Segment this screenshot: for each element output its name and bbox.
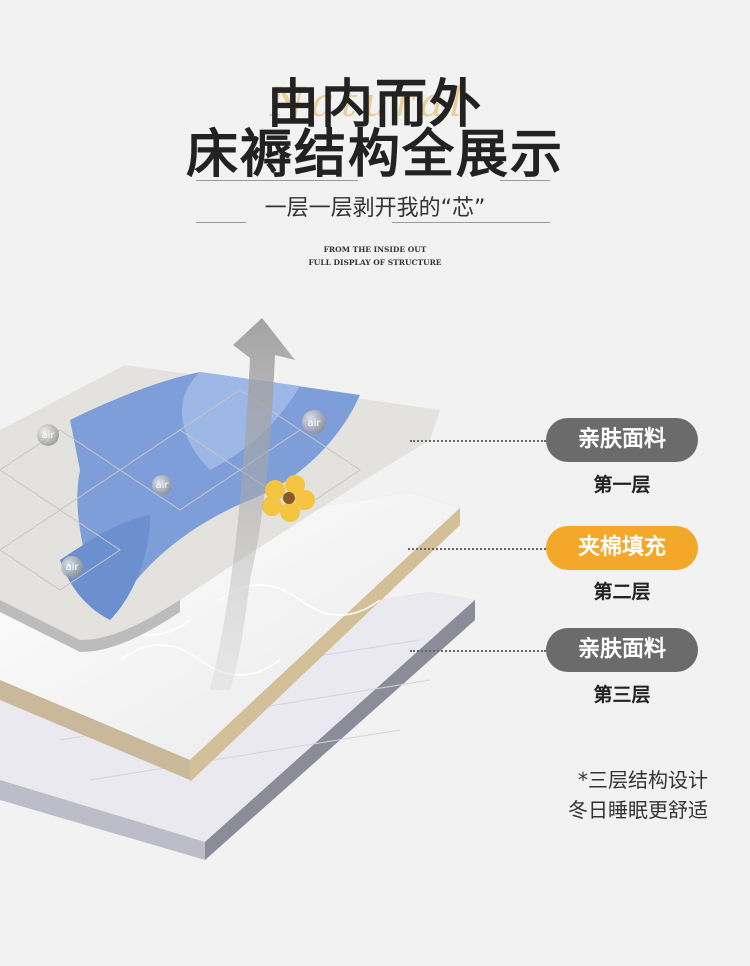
svg-text:air: air <box>65 562 79 573</box>
english-caption-line1: FROM THE INSIDE OUT <box>323 245 427 254</box>
divider-bottom-right <box>392 222 550 223</box>
svg-text:air: air <box>155 480 169 491</box>
script-watermark: Natural <box>270 80 469 126</box>
layer1-label: 第一层 <box>593 474 651 496</box>
leader-line-1 <box>410 440 546 442</box>
note-line2: 冬日睡眠更舒适 <box>568 798 708 822</box>
layer2-pill: 夹棉填充 <box>546 526 698 570</box>
page-title-line1: 由内而外 <box>266 75 483 135</box>
air-bubble-4: air <box>61 556 83 578</box>
top-fabric-layer <box>0 365 440 652</box>
divider-top-left <box>196 180 358 181</box>
svg-text:air: air <box>41 430 55 441</box>
leader-line-3 <box>410 650 546 652</box>
svg-text:air: air <box>307 418 321 429</box>
layer3-label: 第三层 <box>593 684 651 706</box>
layer2-label: 第二层 <box>593 581 651 603</box>
divider-top-right <box>500 180 550 181</box>
subtitle: 一层一层剥开我的“芯” <box>264 196 486 221</box>
note-line1: *三层结构设计 <box>578 768 708 792</box>
layer3-pill: 亲肤面料 <box>546 628 698 672</box>
page-title-line2: 床褥结构全展示 <box>185 125 564 185</box>
air-bubble-2: air <box>152 475 172 495</box>
flower-decoration <box>262 475 315 522</box>
air-bubble-3: air <box>302 410 326 434</box>
leader-line-2 <box>408 548 546 550</box>
layer1-pill: 亲肤面料 <box>546 418 698 462</box>
up-arrow-icon <box>210 318 295 690</box>
english-caption-line2: FULL DISPLAY OF STRUCTURE <box>308 258 442 267</box>
air-bubble-1: air <box>37 424 59 446</box>
divider-bottom-left <box>196 222 246 223</box>
mattress-layers-illustration: air air air air <box>0 318 475 860</box>
